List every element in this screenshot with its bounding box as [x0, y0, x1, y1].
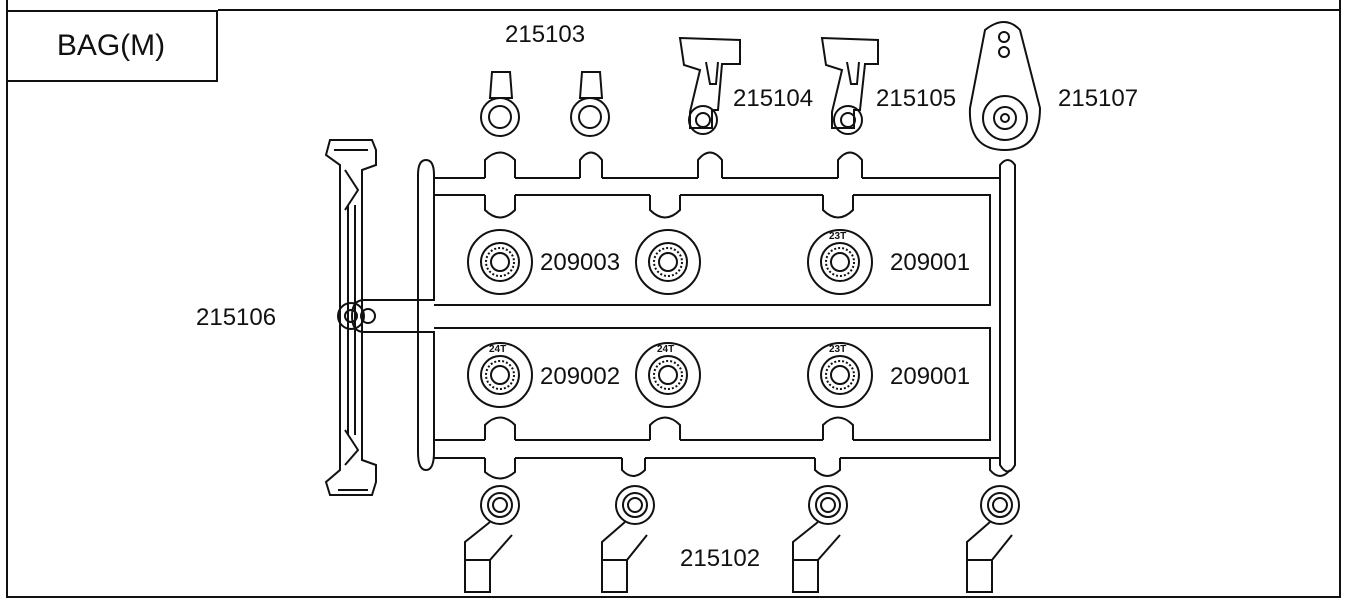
label-209001-bottom: 209001: [890, 363, 970, 390]
bag-label-box: BAG(M): [6, 10, 218, 82]
gear-209002-b: [635, 342, 701, 408]
tooth-mark-24t-a: 24T: [489, 344, 506, 355]
label-209003: 209003: [540, 249, 620, 276]
label-215106: 215106: [196, 304, 276, 331]
bag-label: BAG(M): [56, 29, 166, 62]
label-209002: 209002: [540, 363, 620, 390]
part-215104-arm: [678, 36, 741, 135]
part-215105-arm: [820, 36, 879, 135]
label-215104: 215104: [733, 85, 813, 112]
part-215102-ball-ends: [464, 485, 1020, 593]
sprue-tree: [350, 151, 1016, 480]
diagram-frame: [6, 0, 1341, 598]
part-215103-ball-ends: [480, 71, 610, 137]
tooth-mark-23t-b: 23T: [829, 344, 846, 355]
part-215107-horn: [968, 21, 1042, 152]
gear-209003-b: [635, 229, 701, 295]
label-209001-top: 209001: [890, 249, 970, 276]
gear-209001-top: [807, 229, 873, 295]
label-215105: 215105: [876, 85, 956, 112]
tooth-mark-23t-a: 23T: [829, 231, 846, 242]
gear-209001-bottom: [807, 342, 873, 408]
tooth-mark-24t-b: 24T: [657, 344, 674, 355]
label-215102: 215102: [680, 545, 760, 572]
gear-209002-a: [467, 342, 533, 408]
gear-209003-a: [467, 229, 533, 295]
label-215103: 215103: [505, 21, 585, 48]
part-215106-link: [324, 139, 377, 496]
label-215107: 215107: [1058, 85, 1138, 112]
